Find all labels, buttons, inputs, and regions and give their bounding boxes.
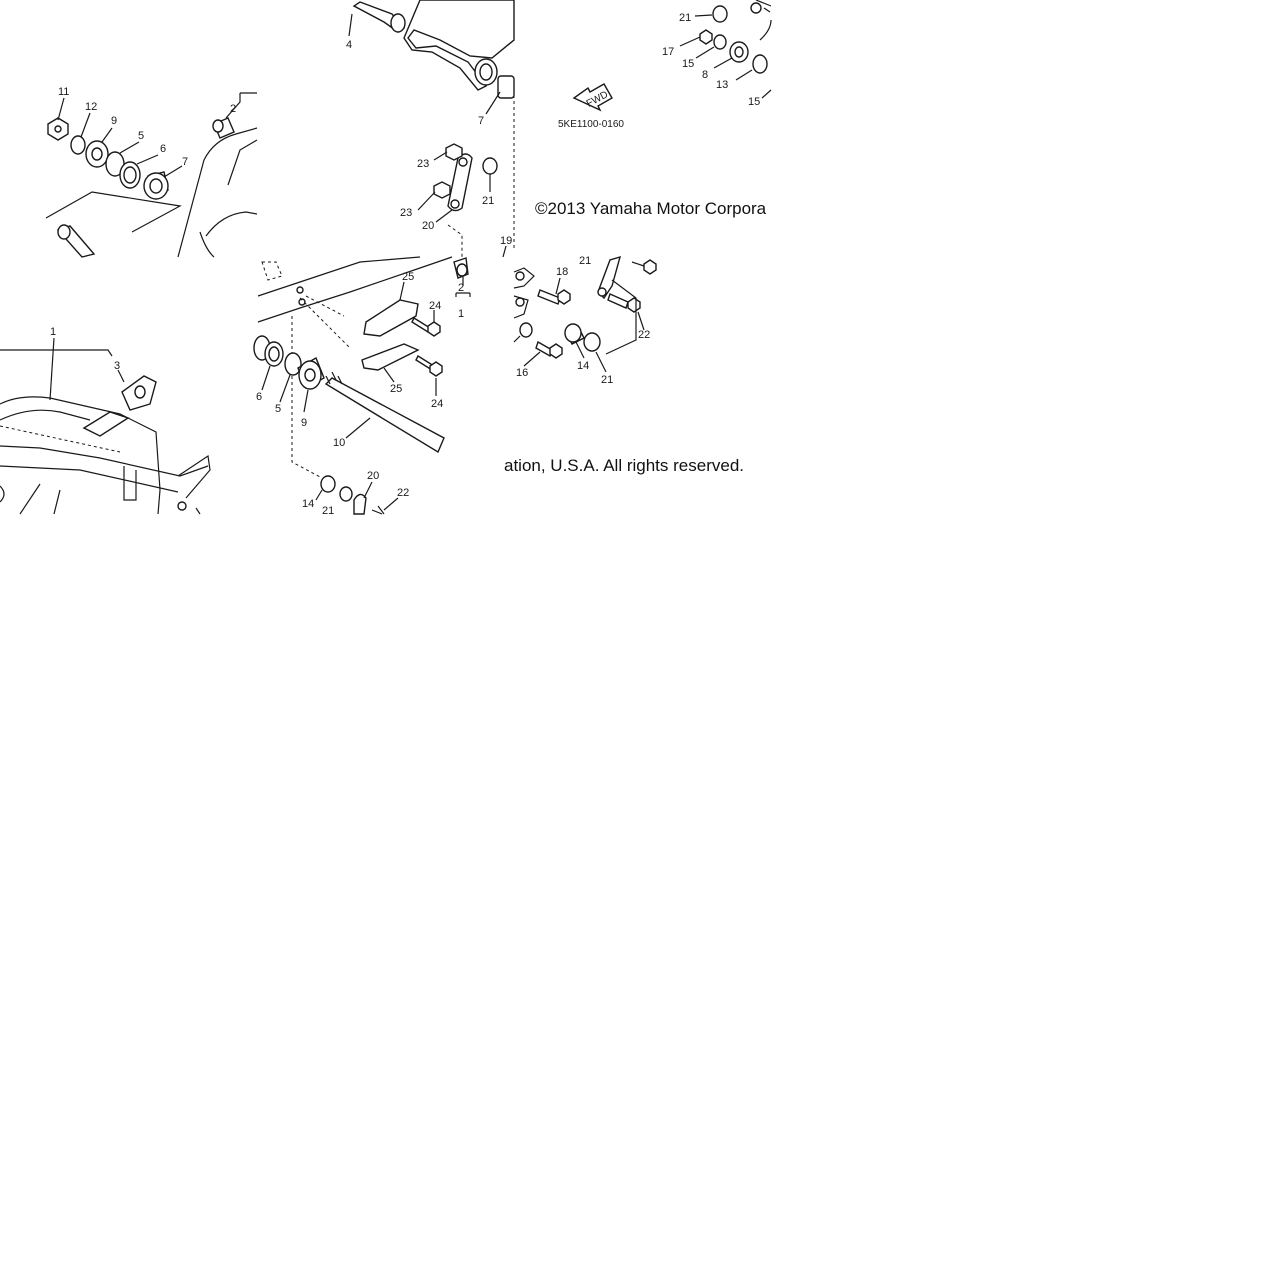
callout-number: 25 xyxy=(402,271,414,283)
callout-number: 24 xyxy=(431,398,443,410)
callout-number: 2 xyxy=(230,103,236,115)
callout-number: 16 xyxy=(516,367,528,379)
forward-arrow-icon: FWD xyxy=(572,83,613,112)
callout-number: 1 xyxy=(50,326,56,338)
tile-top-middle xyxy=(348,0,515,257)
callout-number: 22 xyxy=(397,487,409,499)
callout-number: 21 xyxy=(601,374,613,386)
callout-number: 21 xyxy=(482,195,494,207)
callout-number: 22 xyxy=(638,329,650,341)
callout-number: 8 xyxy=(702,69,708,81)
tile-top-left xyxy=(45,92,258,258)
callout-number: 25 xyxy=(390,383,402,395)
swingarm-left-body xyxy=(177,127,258,258)
callout-number: 24 xyxy=(429,300,441,312)
callout-number: 21 xyxy=(679,12,691,24)
diagram-code: 5KE1100-0160 xyxy=(558,119,624,130)
tile-middle-right: ation, U.S.A. All rights reserved. xyxy=(504,255,744,475)
callout-number: 1 xyxy=(458,308,464,320)
callout-number: 7 xyxy=(478,115,484,127)
callout-number: 9 xyxy=(301,417,307,429)
callout-number: 23 xyxy=(400,207,412,219)
pivot-shaft-bolt xyxy=(324,377,445,454)
chain-guide-part xyxy=(363,299,419,337)
callout-number: 15 xyxy=(682,58,694,70)
callout-labels: 4 7 23 23 21 20 11 12 9 5 6 7 2 21 17 15… xyxy=(50,12,760,517)
callout-number: 9 xyxy=(111,115,117,127)
callout-number: 10 xyxy=(333,437,345,449)
callout-number: 20 xyxy=(367,470,379,482)
callout-number: 19 xyxy=(500,235,512,247)
tile-top-right: FWD 5KE1100-0160 ©2013 Yamaha Motor Corp… xyxy=(535,0,772,218)
callout-number: 5 xyxy=(275,403,281,415)
copyright-notice-line2: ation, U.S.A. All rights reserved. xyxy=(504,456,744,475)
callout-number: 6 xyxy=(256,391,262,403)
relay-arm-part xyxy=(447,153,473,212)
swingarm-upper-body xyxy=(403,0,515,91)
swingarm-lower-body xyxy=(257,256,421,297)
callout-number: 21 xyxy=(579,255,591,267)
callout-number: 4 xyxy=(346,39,352,51)
callout-number: 2 xyxy=(458,282,464,294)
callout-number: 11 xyxy=(58,86,69,98)
callout-number: 17 xyxy=(662,46,674,58)
tile-middle-middle xyxy=(253,245,507,515)
callout-number: 20 xyxy=(422,220,434,232)
copyright-notice-line1: ©2013 Yamaha Motor Corpora xyxy=(535,199,767,218)
callout-number: 15 xyxy=(748,96,760,108)
callout-number: 21 xyxy=(322,505,334,517)
callout-number: 7 xyxy=(182,156,188,168)
callout-number: 13 xyxy=(716,79,728,91)
tile-middle-left xyxy=(0,337,211,515)
callout-number: 12 xyxy=(85,101,97,113)
callout-number: 5 xyxy=(138,130,144,142)
callout-number: 6 xyxy=(160,143,166,155)
callout-number: 18 xyxy=(556,266,568,278)
callout-number: 14 xyxy=(302,498,314,510)
callout-number: 3 xyxy=(114,360,120,372)
callout-number: 14 xyxy=(577,360,589,372)
callout-number: 23 xyxy=(417,158,429,170)
swingarm-frame xyxy=(0,396,161,515)
